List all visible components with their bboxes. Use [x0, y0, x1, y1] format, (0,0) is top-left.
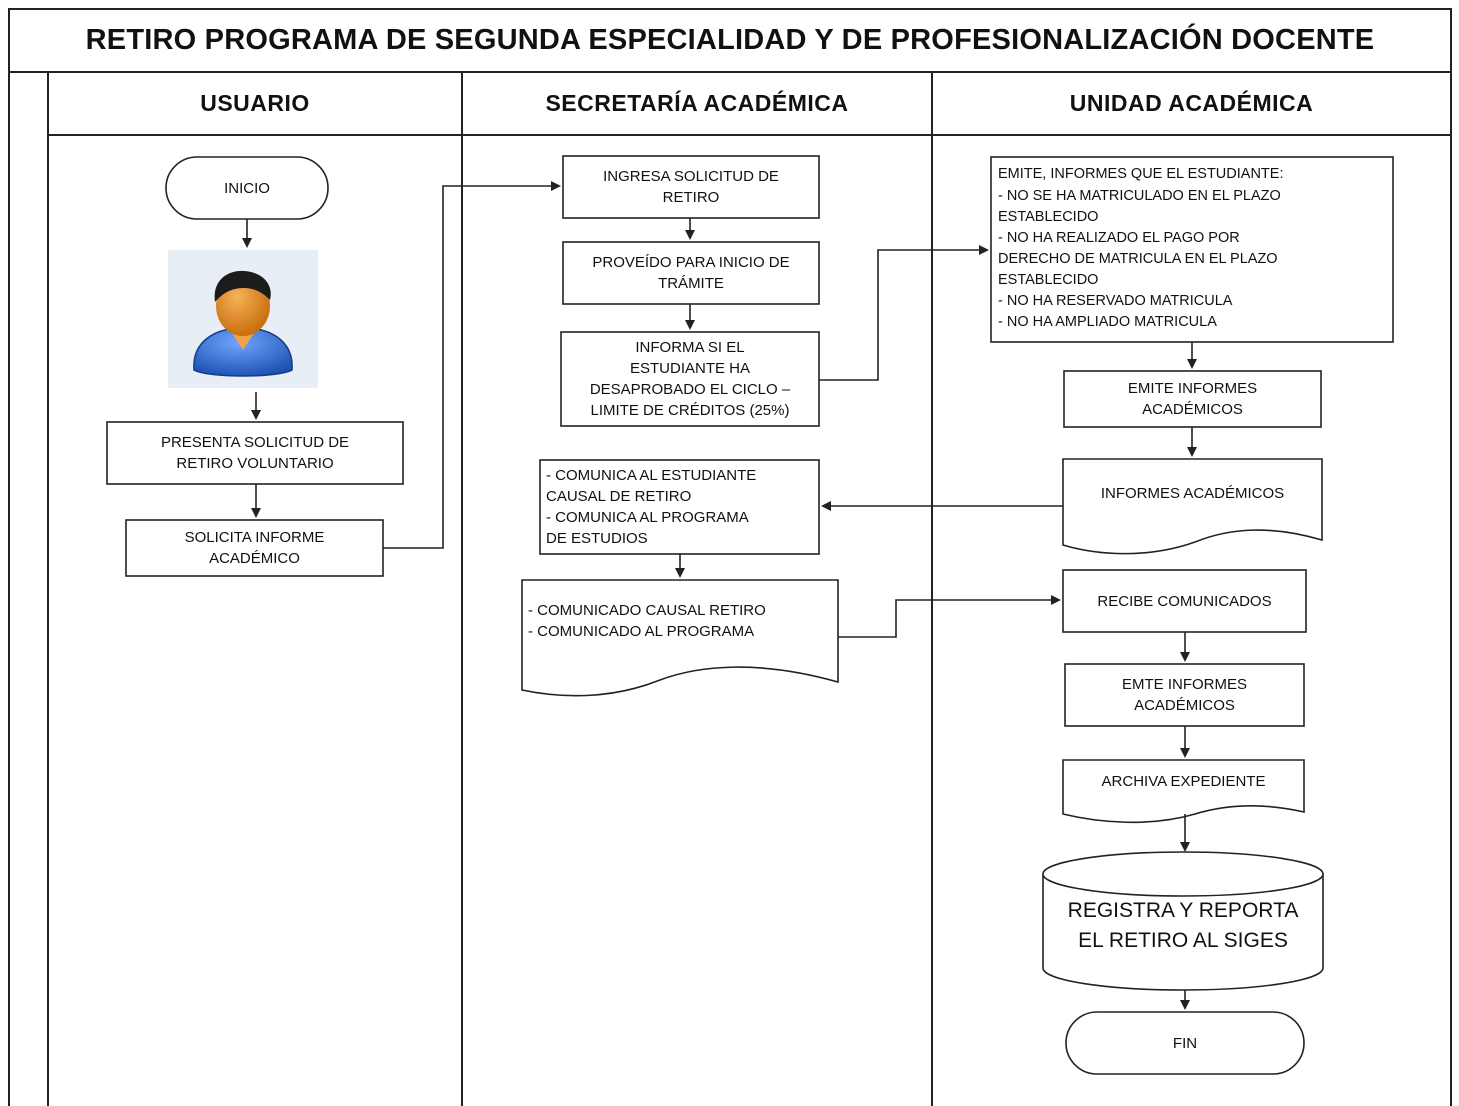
user-avatar-icon — [168, 250, 318, 388]
informa-ciclo-label: INFORMA SI EL ESTUDIANTE HA DESAPROBADO … — [589, 339, 791, 419]
informes-document-label: INFORMES ACADÉMICOS — [1100, 484, 1285, 502]
emte-informes-box — [1064, 663, 1305, 727]
informa-ciclo-box — [560, 331, 820, 427]
emite-estudiante-label: EMITE, INFORMES QUE EL ESTUDIANTE: - NO … — [998, 166, 1284, 331]
emite-estudiante-box — [990, 156, 1394, 343]
proveido-label: PROVEÍDO PARA INICIO DE TRÁMITE — [592, 254, 790, 292]
comunica-box — [539, 459, 820, 555]
registra-database — [1042, 851, 1324, 991]
diagram-title: RETIRO PROGRAMA DE SEGUNDA ESPECIALIDAD … — [85, 23, 1375, 56]
solicita-informe-box — [125, 519, 384, 577]
archiva-expediente-label: ARCHIVA EXPEDIENTE — [1101, 772, 1266, 790]
recibe-comunicados-label: RECIBE COMUNICADOS — [1097, 592, 1272, 610]
archiva-document — [1062, 759, 1305, 824]
comunicado-document — [521, 579, 839, 697]
informes-document — [1062, 458, 1323, 555]
presenta-solicitud-box — [106, 421, 404, 485]
connectors — [242, 181, 1197, 1010]
lane-header-unidad: UNIDAD ACADÉMICA — [1069, 89, 1314, 116]
comunica-label: - COMUNICA AL ESTUDIANTE CAUSAL DE RETIR… — [546, 467, 757, 547]
lane-header-secretaria: SECRETARÍA ACADÉMICA — [545, 89, 849, 116]
proveido-box — [562, 241, 820, 305]
swimlane-frame — [8, 8, 1452, 1106]
inicio-label: INICIO — [224, 179, 270, 197]
fin-terminator — [1065, 1011, 1305, 1075]
fin-label: FIN — [1172, 1034, 1198, 1052]
presenta-solicitud-label: PRESENTA SOLICITUD DE RETIRO VOLUNTARIO — [160, 434, 350, 472]
recibe-comunicados-box — [1062, 569, 1307, 633]
comunicado-document-label: - COMUNICADO CAUSAL RETIRO - COMUNICADO … — [528, 602, 766, 640]
ingresa-solicitud-box — [562, 155, 820, 219]
lane-header-usuario: USUARIO — [200, 89, 310, 116]
solicita-informe-label: SOLICITA INFORME ACADÉMICO — [184, 529, 325, 567]
emite-informes-label: EMITE INFORMES ACADÉMICOS — [1127, 380, 1258, 418]
ingresa-solicitud-label: INGRESA SOLICITUD DE RETIRO — [603, 168, 779, 206]
emite-informes-box — [1063, 370, 1322, 428]
registra-label: REGISTRA Y REPORTA EL RETIRO AL SIGES — [1067, 898, 1299, 952]
emte-informes-label: EMTE INFORMES ACADÉMICOS — [1121, 676, 1247, 714]
